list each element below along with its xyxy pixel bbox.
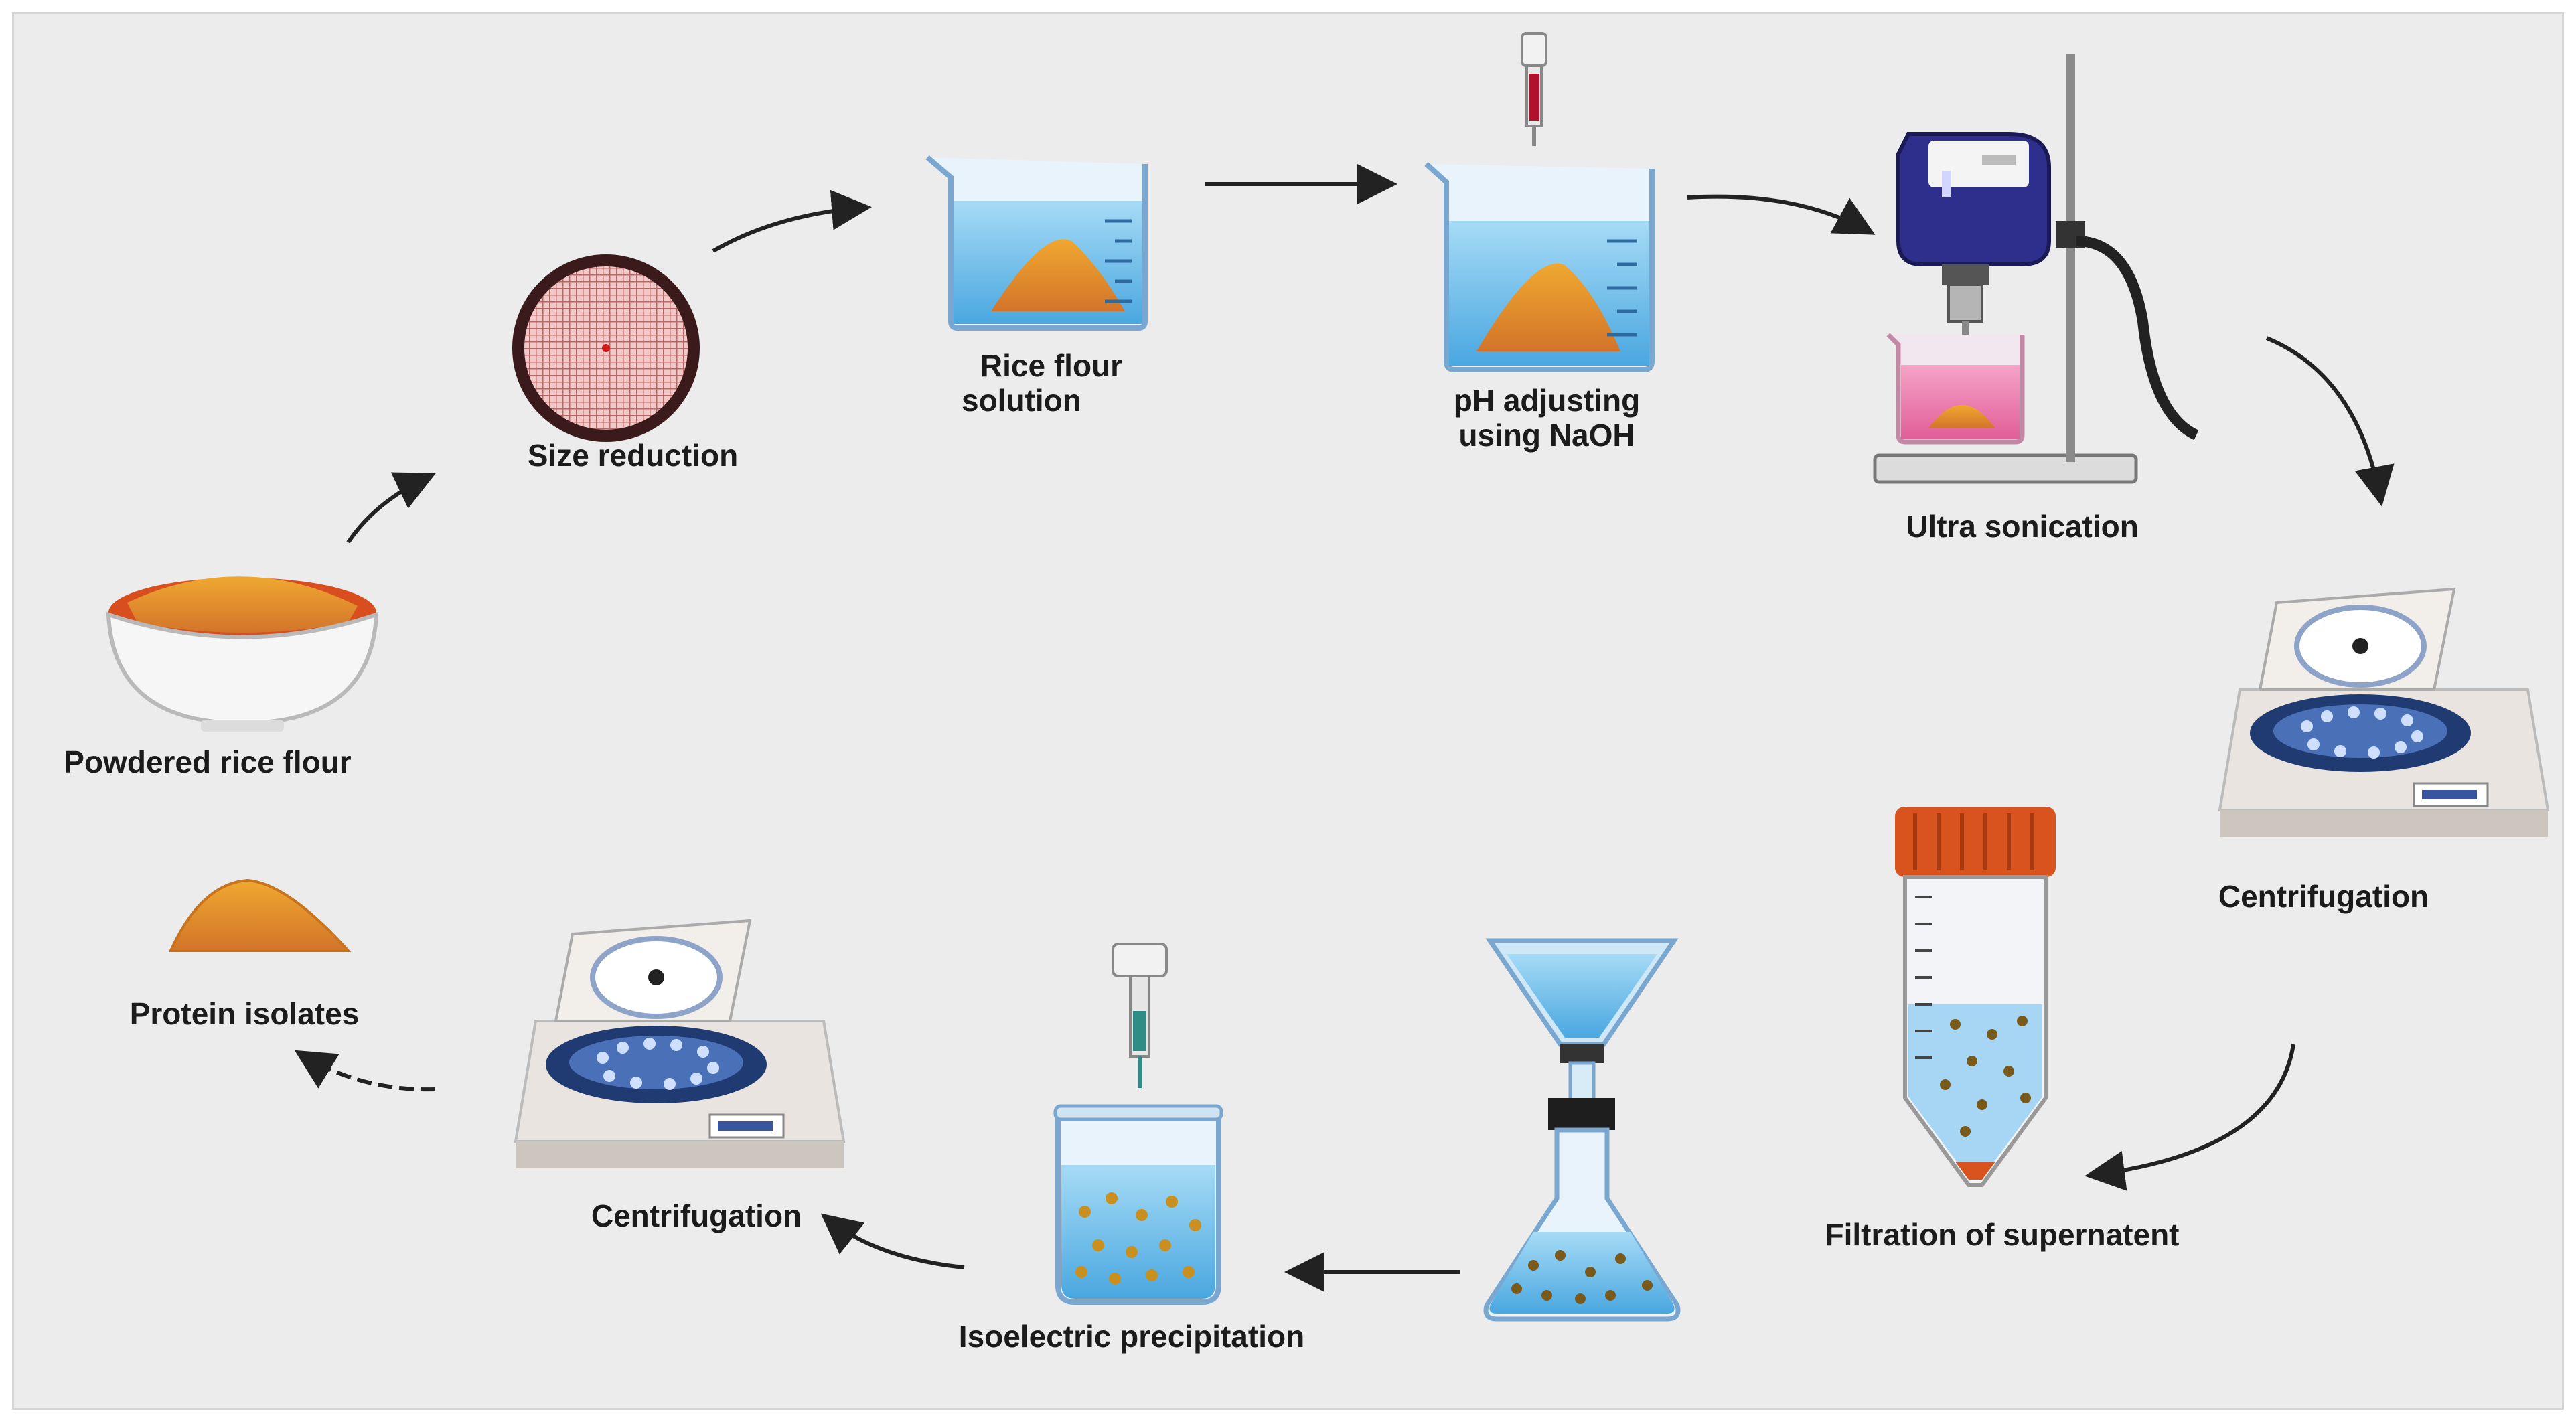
beaker-icon: [925, 155, 1148, 331]
label-protein-isolates: Protein isolates: [129, 996, 360, 1031]
label-powdered-rice-flour: Powdered rice flour: [64, 744, 352, 779]
label-ph-adjusting-line1: pH adjusting: [1453, 383, 1641, 418]
arrow-6: [2085, 1044, 2295, 1191]
arrow-1: [346, 472, 436, 544]
bowl-icon: [106, 576, 379, 732]
cylinder-icon: [1053, 1104, 1223, 1305]
label-rice-flour-solution-line1: Rice flour: [980, 348, 1123, 383]
pipette-icon: [1112, 943, 1168, 1088]
label-rice-flour-solution-line2: solution: [962, 383, 1081, 418]
arrow-2: [712, 189, 872, 253]
sieve-icon: [512, 254, 700, 442]
label-isoelectric-precipitation: Isoelectric precipitation: [958, 1319, 1305, 1354]
centrifuge-icon: [516, 921, 844, 1168]
flour-pile-icon: [168, 878, 352, 952]
centrifuge-icon: [2220, 589, 2548, 837]
label-size-reduction: Size reduction: [527, 438, 739, 473]
label-ph-adjusting: pH adjusting using NaOH: [1399, 383, 1694, 453]
label-centrifugation-1: Centrifugation: [2218, 879, 2429, 914]
flow-arrows: [294, 164, 2395, 1292]
sonicator-icon: [1873, 54, 2199, 484]
arrow-5: [2265, 336, 2395, 507]
beaker-icon: [1424, 162, 1655, 372]
filter-flask-icon: [1483, 938, 1681, 1322]
arrow-4: [1687, 194, 1876, 235]
falcon-tube-icon: [1895, 807, 2056, 1187]
arrow-9: [294, 1050, 436, 1092]
label-rice-flour-solution: Rice flour solution: [924, 348, 1179, 418]
pipette-icon: [1521, 32, 1547, 146]
label-filtration: Filtration of supernatent: [1825, 1217, 2180, 1252]
label-ph-adjusting-line2: using NaOH: [1458, 418, 1635, 453]
label-ultra-sonication: Ultra sonication: [1906, 509, 2139, 544]
diagram-panel: [12, 12, 2564, 1410]
arrow-8: [820, 1213, 965, 1269]
label-centrifugation-2: Centrifugation: [591, 1198, 802, 1233]
